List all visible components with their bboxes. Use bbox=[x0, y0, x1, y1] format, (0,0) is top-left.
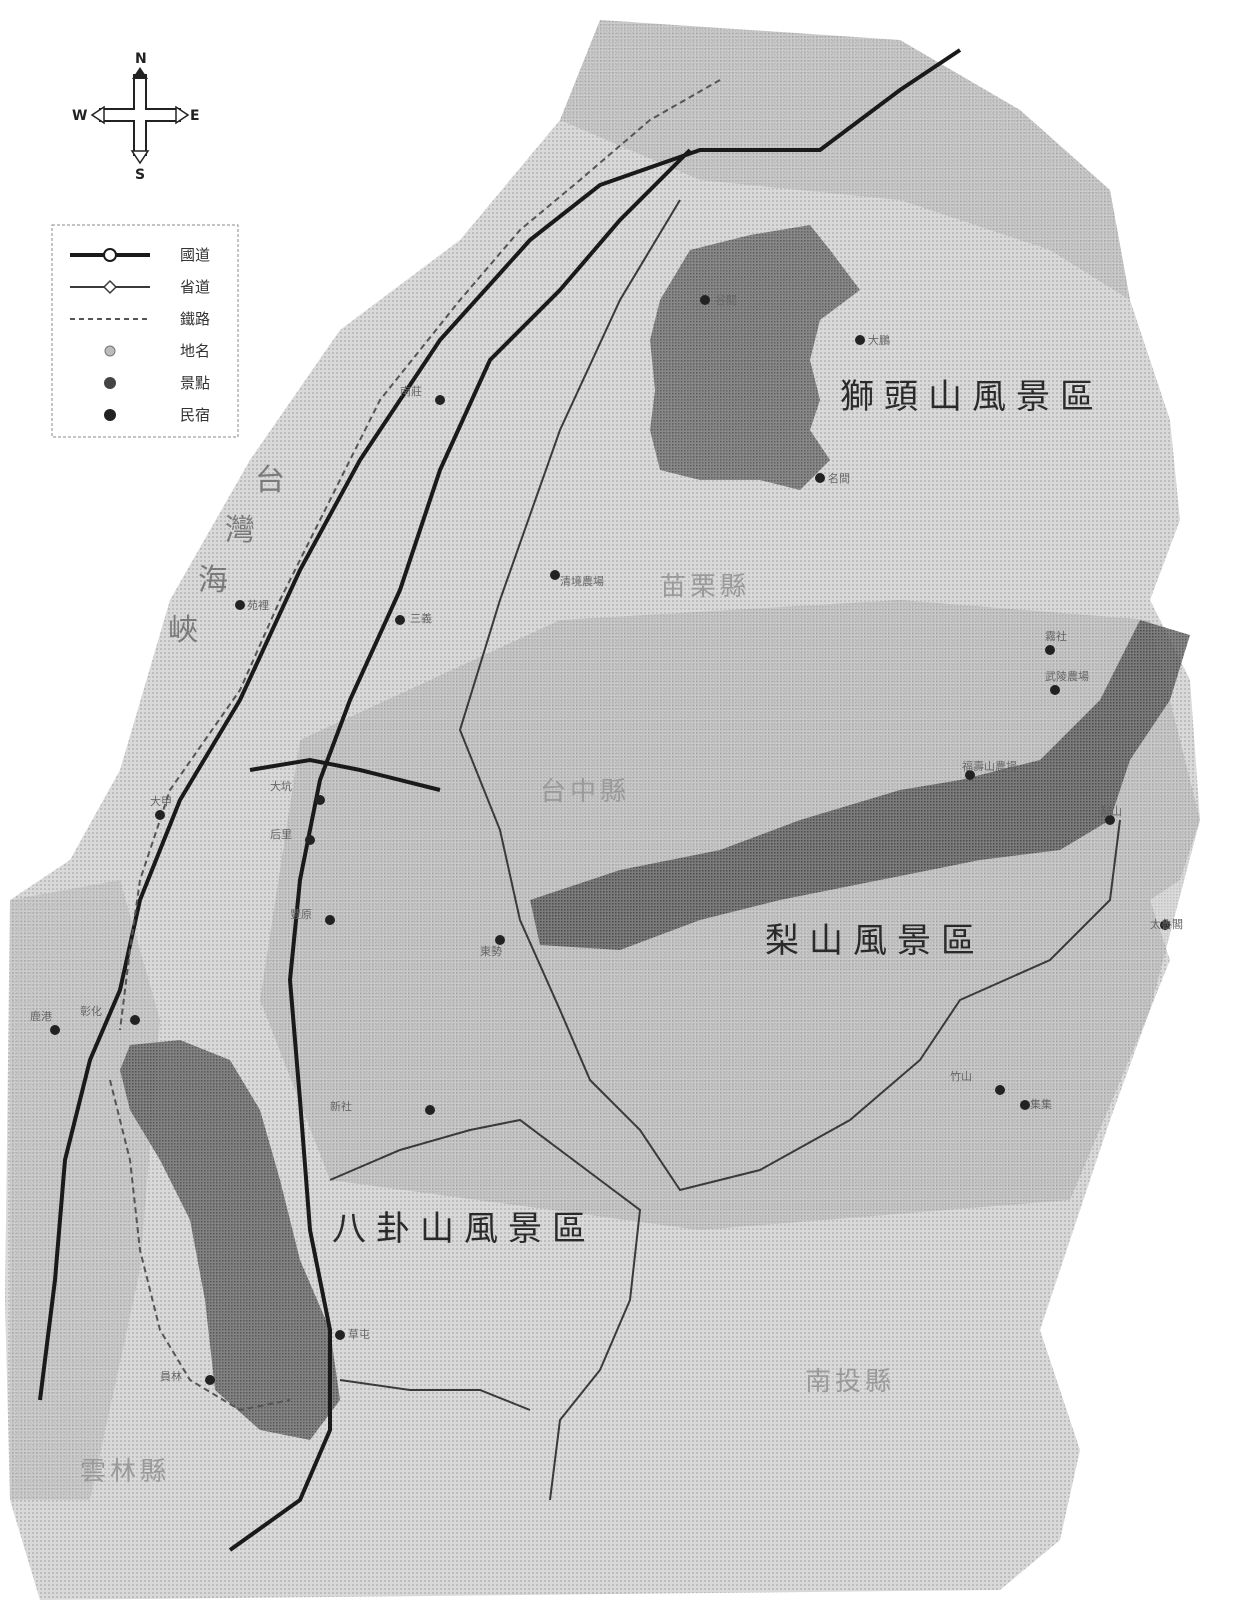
compass-s: S bbox=[135, 167, 145, 183]
legend-label: 景點 bbox=[180, 374, 210, 392]
legend-item-scenic: 景點 bbox=[104, 374, 210, 392]
place-label: 彰化 bbox=[80, 1004, 102, 1018]
strait-char-3: 海 bbox=[198, 563, 228, 598]
place-label: 大甲 bbox=[150, 794, 172, 808]
region-label-lion-head: 獅頭山風景區 bbox=[840, 377, 1104, 417]
place-label: 集集 bbox=[1030, 1097, 1052, 1111]
place-label: 武陵農場 bbox=[1045, 669, 1089, 683]
scenic-dot-icon bbox=[104, 377, 116, 389]
county-label-yunlin: 雲林縣 bbox=[80, 1457, 170, 1487]
place-label: 霧社 bbox=[1045, 629, 1067, 643]
place-label: 大鵬 bbox=[868, 333, 890, 347]
place-label: 東勢 bbox=[480, 944, 502, 958]
legend-label: 國道 bbox=[180, 246, 210, 264]
legend-item-hostel: 民宿 bbox=[104, 406, 210, 424]
provincial-road-a bbox=[458, 199, 1121, 1192]
place-label: 清境農場 bbox=[560, 574, 604, 588]
place-label: 苑裡 bbox=[247, 598, 269, 612]
legend-label: 省道 bbox=[180, 278, 210, 296]
li-shan-scenic-area bbox=[530, 620, 1190, 950]
national-road-3 bbox=[228, 148, 692, 1552]
county-label-miaoli: 苗栗縣 bbox=[660, 572, 750, 602]
place-label: 竹山 bbox=[950, 1069, 972, 1083]
place-label: 名間 bbox=[828, 471, 850, 485]
place-markers: 谷關 大鵬 名間 清境農場 霧社 武陵農場 福壽山農場 梨山 太魯閣 大坑 竹山… bbox=[30, 294, 1183, 1385]
legend-item-provincial-road: 省道 bbox=[70, 278, 210, 296]
county-label-taichung: 台中縣 bbox=[540, 777, 630, 807]
legend: 國道 省道 鐵路 地名 景點 民宿 bbox=[51, 224, 239, 438]
place-label: 大坑 bbox=[270, 779, 292, 793]
compass-n: N bbox=[135, 51, 147, 67]
compass-e: E bbox=[190, 108, 200, 124]
place-label: 谷關 bbox=[715, 294, 737, 307]
strait-char-2: 灣 bbox=[225, 513, 255, 548]
place-label: 新社 bbox=[330, 1099, 352, 1113]
region-label-li-shan: 梨山風景區 bbox=[765, 921, 985, 961]
provincial-road-c bbox=[339, 1379, 531, 1411]
provincial-road-b bbox=[329, 1118, 642, 1501]
legend-label: 鐵路 bbox=[180, 310, 210, 328]
legend-label: 民宿 bbox=[180, 406, 210, 424]
legend-item-location: 地名 bbox=[104, 342, 210, 360]
region-label-bagua-shan: 八卦山風景區 bbox=[332, 1209, 596, 1249]
county-label-nantou: 南投縣 bbox=[805, 1367, 895, 1397]
lion-head-scenic-area bbox=[650, 225, 860, 490]
place-label: 太魯閣 bbox=[1150, 917, 1183, 931]
place-label: 草屯 bbox=[348, 1328, 370, 1341]
legend-label: 地名 bbox=[180, 342, 210, 360]
legend-item-national-road: 國道 bbox=[70, 246, 210, 264]
mountain-band bbox=[260, 600, 1200, 1230]
place-label: 南莊 bbox=[400, 385, 422, 398]
bagua-shan-scenic-area bbox=[120, 1040, 340, 1440]
railway-branch bbox=[109, 1079, 291, 1412]
national-road-4 bbox=[249, 757, 441, 792]
compass-icon bbox=[99, 74, 181, 156]
railway-line bbox=[119, 79, 721, 1031]
compass-w: W bbox=[72, 108, 87, 124]
place-label: 三義 bbox=[410, 611, 432, 625]
strait-char-4: 峽 bbox=[168, 613, 198, 648]
strait-char-1: 台 bbox=[255, 463, 285, 498]
legend-box bbox=[51, 224, 239, 438]
place-label: 后里 bbox=[270, 828, 292, 841]
place-label: 福壽山農場 bbox=[962, 759, 1017, 773]
hostel-dot-icon bbox=[104, 409, 116, 421]
compass-rose: N S E W bbox=[72, 51, 200, 183]
national-road-1 bbox=[38, 48, 962, 1401]
legend-item-railway: 鐵路 bbox=[70, 310, 210, 328]
place-label: 員林 bbox=[160, 1369, 182, 1383]
location-dot-icon bbox=[104, 345, 116, 357]
place-label: 豐原 bbox=[290, 908, 312, 921]
place-label: 鹿港 bbox=[30, 1009, 52, 1023]
place-label: 梨山 bbox=[1100, 804, 1122, 818]
